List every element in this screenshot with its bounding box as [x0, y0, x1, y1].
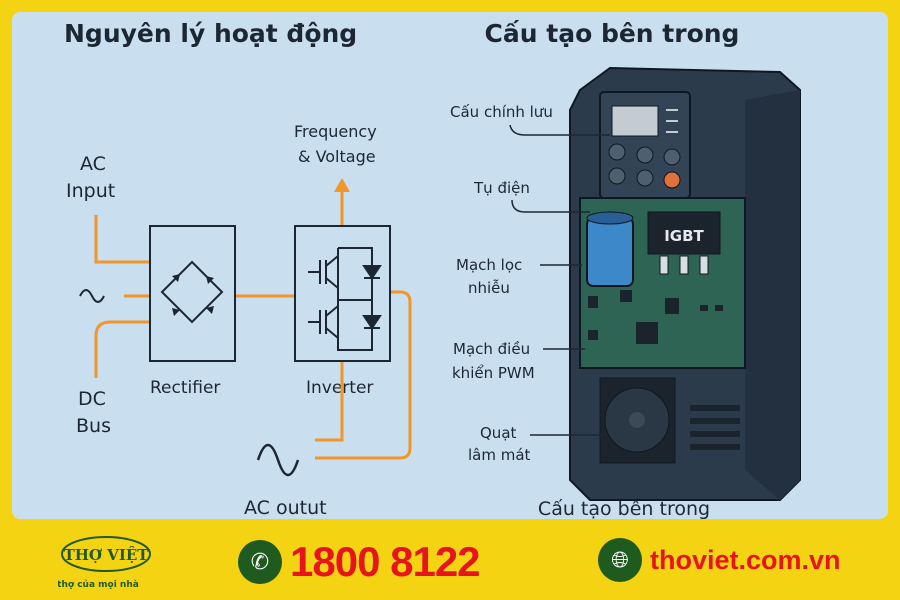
left-title: Nguyên lý hoạt động: [64, 19, 357, 48]
rectifier-label: Rectifier: [150, 378, 220, 398]
label-fan: Quạt: [480, 424, 517, 442]
content-panel: Nguyên lý hoạt động AC Input DC Bus Freq…: [12, 12, 888, 520]
right-title: Cấu tạo bên trong: [485, 19, 740, 48]
wires: [94, 190, 412, 460]
voltage-label: & Voltage: [298, 147, 376, 166]
footer: THỢ VIỆT thợ của mọi nhà ✆ 1800 8122 🌐︎ …: [0, 522, 900, 600]
freq-label: Frequency: [294, 122, 377, 141]
dc-bus-label-2: Bus: [76, 415, 111, 437]
brand-name: THỢ VIỆT: [64, 546, 150, 564]
globe-icon: 🌐︎: [598, 538, 642, 582]
label-filter-2: nhiễu: [468, 279, 510, 297]
ac-input-label-2: Input: [66, 180, 115, 202]
website-link[interactable]: thoviet.com.vn: [650, 544, 841, 575]
ac-output-wave-icon: [256, 443, 300, 477]
ac-wave-icon: [79, 289, 105, 303]
inverter-label: Inverter: [306, 378, 373, 398]
brand-slogan: thợ của mọi nhà: [58, 579, 139, 590]
label-fan-2: lâm mát: [468, 446, 531, 464]
rectifier-block: [149, 225, 236, 362]
right-caption: Cấu tạo bên trong: [538, 498, 710, 519]
hotline[interactable]: ✆ 1800 8122: [238, 538, 481, 586]
label-filter: Mạch lọc: [456, 256, 522, 274]
ac-input-label: AC: [80, 153, 106, 175]
label-capacitor: Tụ điện: [473, 179, 530, 197]
device-illustration: IGBT: [569, 66, 801, 501]
label-bridge-rectifier: Cấu chính lưu: [450, 103, 553, 121]
ac-output-label: AC outut: [244, 497, 327, 519]
stop-button-icon: [663, 171, 681, 189]
up-arrow-icon: [334, 178, 350, 192]
igbt-label: IGBT: [664, 227, 704, 245]
phone-number[interactable]: 1800 8122: [290, 538, 481, 585]
brand-logo: THỢ VIỆT thợ của mọi nhà: [57, 532, 158, 592]
lcd-screen: [611, 105, 659, 137]
website[interactable]: 🌐︎ thoviet.com.vn: [598, 538, 841, 582]
infographic: Nguyên lý hoạt động AC Input DC Bus Freq…: [64, 19, 801, 520]
dc-bus-label: DC: [78, 388, 106, 410]
label-pwm-2: khiển PWM: [452, 364, 535, 382]
chip: [636, 322, 658, 344]
leader-lines: [509, 124, 610, 436]
inverter-block: [294, 225, 391, 362]
label-pwm: Mạch điều: [453, 340, 530, 358]
phone-icon: ✆: [238, 540, 282, 584]
igbt-module: [647, 211, 721, 255]
capacitor: [586, 217, 634, 287]
